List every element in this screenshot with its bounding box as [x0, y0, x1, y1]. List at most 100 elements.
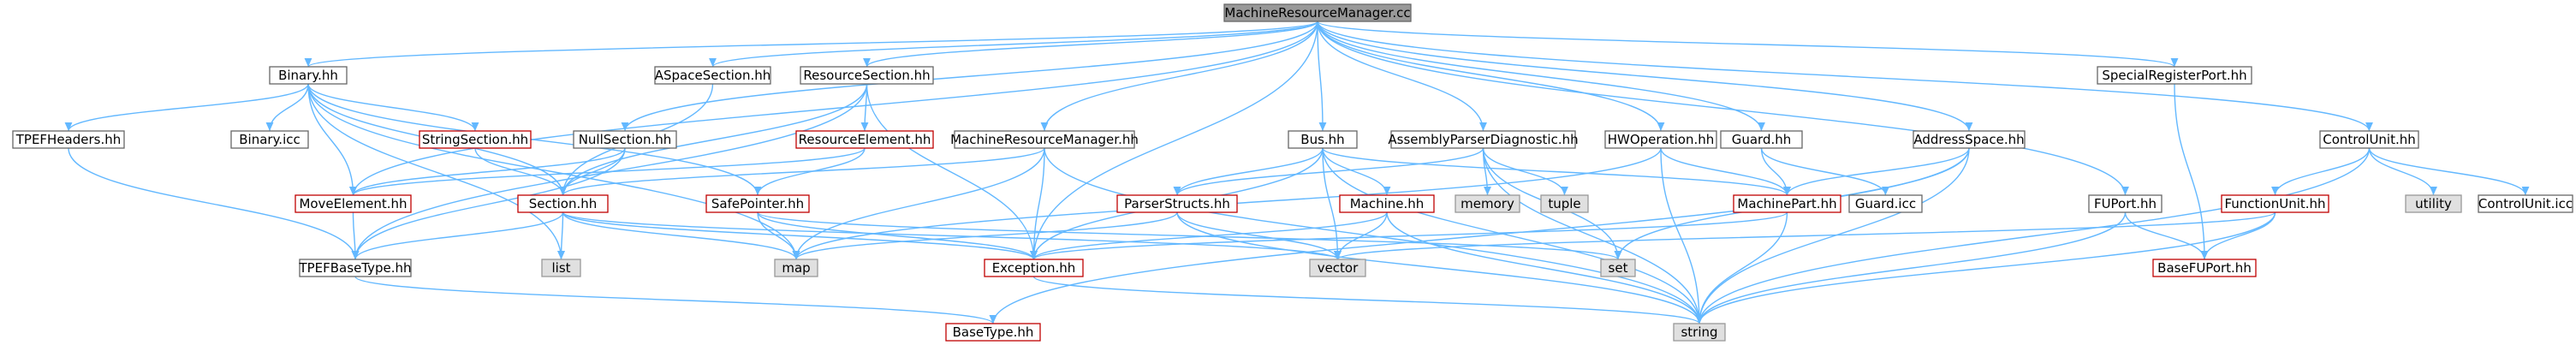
node-exception-hh[interactable]: Exception.hh	[984, 259, 1084, 277]
node-box	[1733, 194, 1841, 213]
node-section-hh[interactable]: Section.hh	[517, 194, 609, 213]
node-machineresourcemanager-cc[interactable]: MachineResourceManager.cc	[1223, 3, 1412, 22]
edge-machine-to-exc	[1030, 211, 1388, 260]
node-box	[2478, 194, 2573, 213]
edge-section-to-exc	[562, 211, 1038, 260]
node-box	[2319, 130, 2419, 149]
node-label: MachineResourceManager.hh	[950, 132, 1139, 147]
edge-hwop-to-mpart	[1660, 147, 1791, 196]
node-box	[2221, 194, 2329, 213]
node-tuple[interactable]: tuple	[1540, 194, 1589, 213]
node-label: AddressSpace.hh	[1913, 132, 2024, 147]
node-binary-icc[interactable]: Binary.icc	[230, 130, 309, 149]
node-map[interactable]: map	[774, 259, 818, 277]
node-bus-hh[interactable]: Bus.hh	[1288, 130, 1358, 149]
node-box	[1720, 130, 1803, 149]
node-aspacesection-hh[interactable]: ASpaceSection.hh	[654, 66, 771, 85]
node-box	[1309, 259, 1366, 277]
edge-bus-to-vector	[1322, 147, 1342, 260]
node-label: TPEFBaseType.hh	[298, 260, 411, 276]
edge-reselem-to-move	[349, 147, 866, 196]
edge-funit-to-vector	[1334, 211, 2276, 260]
node-set[interactable]: set	[1600, 259, 1636, 277]
node-vector[interactable]: vector	[1309, 259, 1366, 277]
node-label: FUPort.hh	[2094, 196, 2157, 211]
node-box	[705, 194, 810, 213]
node-label: TPEFHeaders.hh	[15, 132, 122, 147]
edge-cu-to-utility	[2368, 147, 2437, 196]
edge-addr-to-basetype	[989, 147, 1970, 324]
node-label: ControlUnit.hh	[2323, 132, 2416, 147]
node-label: set	[1609, 260, 1628, 276]
node-label: ResourceElement.hh	[799, 132, 931, 147]
node-label: memory	[1461, 196, 1514, 211]
node-tpefbasetype-hh[interactable]: TPEFBaseType.hh	[298, 259, 412, 277]
node-string[interactable]: string	[1673, 323, 1726, 342]
edge-section-to-tpefbt	[351, 211, 564, 260]
edge-binary-to-map	[307, 83, 800, 260]
node-basetype-hh[interactable]: BaseType.hh	[945, 323, 1041, 342]
node-label: StringSection.hh	[422, 132, 528, 147]
node-box	[800, 66, 934, 85]
node-box	[1223, 3, 1412, 22]
edge-machine-to-vector	[1334, 211, 1388, 260]
node-stringsection-hh[interactable]: StringSection.hh	[419, 130, 532, 149]
edge-root-to-nullsec	[621, 21, 1318, 132]
node-fuport-hh[interactable]: FUPort.hh	[2088, 194, 2163, 213]
node-resourceelement-hh[interactable]: ResourceElement.hh	[795, 130, 934, 149]
node-box	[1600, 259, 1636, 277]
node-label: AssemblyParserDiagnostic.hh	[1388, 132, 1578, 147]
node-resourcesection-hh[interactable]: ResourceSection.hh	[800, 66, 934, 85]
edge-root-to-bus	[1317, 21, 1327, 132]
node-nullsection-hh[interactable]: NullSection.hh	[573, 130, 677, 149]
node-label: ResourceSection.hh	[803, 68, 930, 83]
node-label: tuple	[1548, 196, 1580, 211]
node-tpefheaders-hh[interactable]: TPEFHeaders.hh	[12, 130, 125, 149]
node-box	[984, 259, 1084, 277]
node-binary-hh[interactable]: Binary.hh	[269, 66, 348, 85]
node-label: Exception.hh	[992, 260, 1076, 276]
node-machinepart-hh[interactable]: MachinePart.hh	[1733, 194, 1841, 213]
node-controlunit-hh[interactable]: ControlUnit.hh	[2319, 130, 2419, 149]
node-guard-hh[interactable]: Guard.hh	[1720, 130, 1803, 149]
node-list[interactable]: list	[541, 259, 581, 277]
node-parserstructs-hh[interactable]: ParserStructs.hh	[1116, 194, 1238, 213]
edge-root-to-mrmhh	[1040, 21, 1318, 132]
edge-cu-to-string	[1695, 147, 2371, 324]
node-label: Guard.icc	[1855, 196, 1916, 211]
node-label: BaseFUPort.hh	[2157, 260, 2252, 276]
edge-apdiag-to-pstructs	[1173, 147, 1484, 196]
node-controlunit-icc[interactable]: ControlUnit.icc	[2478, 194, 2573, 213]
node-machineresourcemanager-hh[interactable]: MachineResourceManager.hh	[950, 130, 1139, 149]
edge-binary-to-safeptr	[307, 83, 762, 196]
edge-root-to-apdiag	[1317, 21, 1487, 132]
node-functionunit-hh[interactable]: FunctionUnit.hh	[2221, 194, 2329, 213]
node-utility[interactable]: utility	[2405, 194, 2462, 213]
edge-mrmhh-to-string	[1044, 147, 1704, 324]
node-moveelement-hh[interactable]: MoveElement.hh	[294, 194, 412, 213]
node-machine-hh[interactable]: Machine.hh	[1339, 194, 1435, 213]
edge-funit-to-string	[1695, 211, 2276, 324]
edge-mpart-to-string	[1695, 211, 1788, 324]
node-safepointer-hh[interactable]: SafePointer.hh	[705, 194, 810, 213]
node-hwoperation-hh[interactable]: HWOperation.hh	[1604, 130, 1717, 149]
edge-hwop-to-string	[1660, 147, 1704, 324]
node-specialregisterport-hh[interactable]: SpecialRegisterPort.hh	[2097, 66, 2252, 85]
node-box	[573, 130, 677, 149]
node-label: MachineResourceManager.cc	[1224, 5, 1410, 21]
node-box	[945, 323, 1041, 342]
edge-mpart-to-exc	[1030, 211, 1788, 260]
node-memory[interactable]: memory	[1455, 194, 1520, 213]
node-label: SafePointer.hh	[711, 196, 804, 211]
node-addressspace-hh[interactable]: AddressSpace.hh	[1913, 130, 2026, 149]
node-label: Binary.hh	[278, 68, 338, 83]
node-basefuport-hh[interactable]: BaseFUPort.hh	[2152, 259, 2257, 277]
edge-binary-to-move	[307, 83, 357, 196]
node-guard-icc[interactable]: Guard.icc	[1848, 194, 1923, 213]
node-box	[774, 259, 818, 277]
node-assemblyparserdiagnostic-hh[interactable]: AssemblyParserDiagnostic.hh	[1388, 130, 1579, 149]
edge-fuport-to-string	[1695, 211, 2127, 324]
edge-pstructs-to-string	[1176, 211, 1704, 324]
edge-cu-to-funit	[2271, 147, 2371, 196]
